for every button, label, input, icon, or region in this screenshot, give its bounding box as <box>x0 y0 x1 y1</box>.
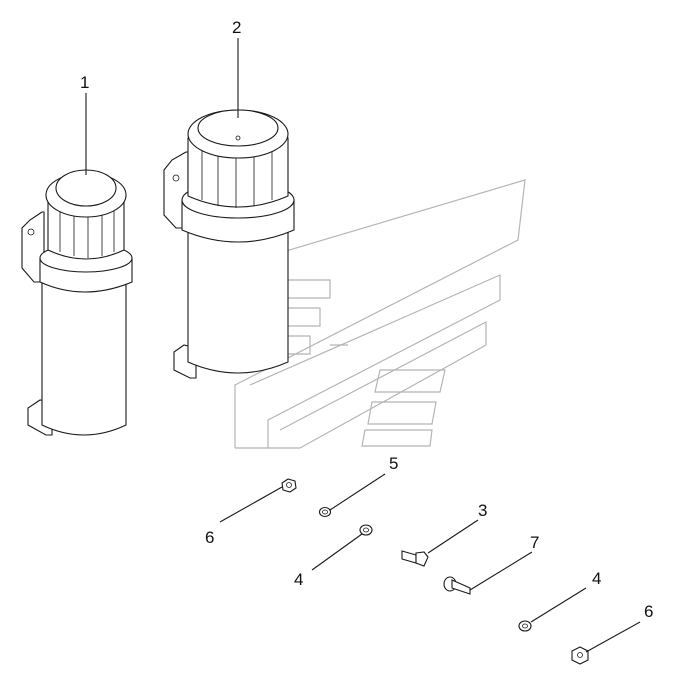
watermark-logo <box>199 179 526 449</box>
callout-3: 3 <box>478 501 487 520</box>
callout-4-upper: 4 <box>294 570 303 589</box>
hex-bolt <box>401 550 429 567</box>
callout-1: 1 <box>80 73 89 92</box>
flat-washer-upper <box>359 524 373 536</box>
leader-lines <box>85 38 641 653</box>
callout-6-lower: 6 <box>644 602 653 621</box>
callout-labels: 1 2 5 6 3 7 4 4 6 <box>80 18 653 621</box>
lock-washer <box>318 506 332 518</box>
filter-housing-right <box>163 109 295 379</box>
callout-6-upper: 6 <box>205 528 214 547</box>
callout-4-lower: 4 <box>592 569 601 588</box>
callout-5: 5 <box>389 454 398 473</box>
filter-housing-left <box>21 169 133 436</box>
callout-7: 7 <box>530 533 539 552</box>
callout-2: 2 <box>232 18 241 37</box>
nut-upper <box>281 478 297 493</box>
nut-lower <box>571 646 589 665</box>
flat-washer-lower <box>518 620 532 632</box>
shoulder-bolt <box>443 576 471 595</box>
